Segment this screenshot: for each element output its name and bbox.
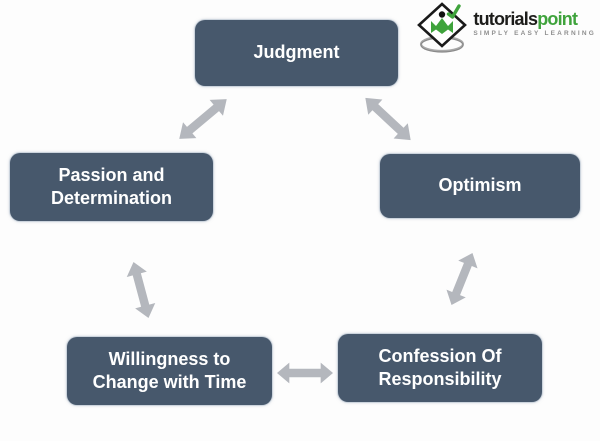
node-label: Willingness to (108, 348, 231, 369)
logo-text: tutorialspoint SIMPLY EASY LEARNING (473, 10, 596, 37)
node-label: Responsibility (378, 369, 502, 389)
node-judgment: Judgment (195, 20, 398, 86)
double-arrow-icon (277, 360, 333, 386)
brand-point: point (537, 9, 578, 29)
node-label: Determination (50, 188, 173, 208)
tutorialspoint-diamond-icon (417, 2, 468, 53)
brand-tagline: SIMPLY EASY LEARNING (473, 30, 596, 37)
node-willingness-to-change: Willingness to Change with Time (67, 337, 272, 405)
node-label: Change with Time (92, 372, 247, 392)
double-arrow-icon (356, 88, 419, 149)
brand-tutorials: tutorials (473, 9, 538, 29)
node-confession-of-responsibility: Confession Of Responsibility (338, 334, 542, 402)
node-label: Optimism (438, 175, 522, 196)
node-passion-and-determination: Passion and Determination (10, 153, 213, 221)
brand-wordmark: tutorialspoint (473, 10, 596, 28)
node-label: Passion and (58, 164, 165, 185)
double-arrow-icon (171, 89, 235, 149)
node-label: Confession Of (378, 345, 502, 366)
node-label: Judgment (253, 42, 340, 63)
double-arrow-icon (121, 259, 161, 322)
double-arrow-icon (439, 248, 484, 310)
tutorialspoint-logo: tutorialspoint SIMPLY EASY LEARNING (415, 2, 596, 54)
node-optimism: Optimism (380, 154, 580, 218)
